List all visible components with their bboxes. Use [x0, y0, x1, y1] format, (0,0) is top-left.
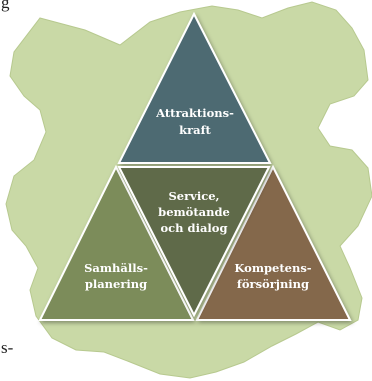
label-service-line3: och dialog	[161, 221, 228, 235]
label-service-line2: bemötande	[158, 205, 230, 219]
label-attraktionskraft-line1: Attraktions-	[155, 106, 234, 120]
cut-off-text-bottom-left: s-	[1, 338, 14, 357]
label-attraktionskraft-line2: kraft	[179, 123, 211, 137]
triangle-service-bemotande-dialog	[117, 166, 271, 318]
triangle-attraktionskraft	[117, 11, 272, 164]
label-kompetensforsorjning-line2: försörjning	[237, 277, 309, 291]
triangle-kompetensforsorjning	[195, 164, 352, 321]
label-kompetensforsorjning-line1: Kompetens-	[234, 261, 311, 275]
triangle-samhallsplanering	[38, 164, 195, 321]
label-service-line1: Service,	[168, 189, 219, 203]
cut-off-text-top-left: g	[1, 0, 10, 12]
label-samhallsplanering-line2: planering	[85, 277, 147, 291]
label-samhallsplanering-line1: Samhälls-	[84, 261, 148, 275]
